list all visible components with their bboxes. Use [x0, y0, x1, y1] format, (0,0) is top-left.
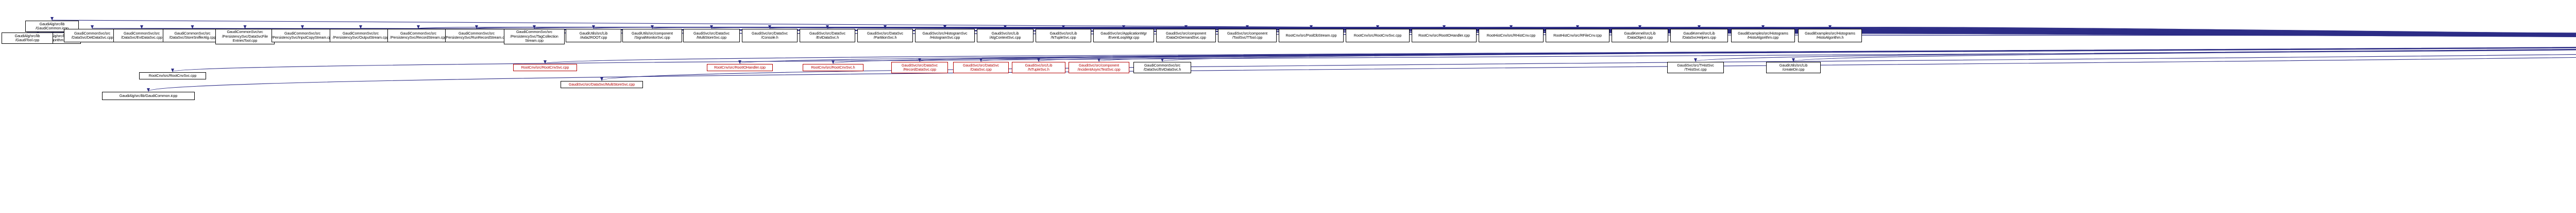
graph-node[interactable]: GaudiSvc/src/DataSvc/MultiStoreSvc.cpp [561, 81, 643, 88]
graph-node[interactable]: GaudiSvc/src/ApplicationMgr /EventLoopMg… [1093, 29, 1154, 42]
graph-node[interactable]: RootCnv/src/RootCnvSvc.cpp [139, 72, 206, 79]
graph-node[interactable]: GaudiCommonSvc/src /DataSvc/StoreSniffer… [163, 29, 222, 42]
graph-node[interactable]: GaudiCommonSvc/src /PersistencySvc/Outpu… [330, 29, 392, 42]
graph-node[interactable]: GaudiSvc/src/component /IncidentAsyncTes… [1069, 62, 1129, 73]
graph-node[interactable]: GaudiSvc/src/DataSvc /PartitionSvc.h [857, 29, 913, 42]
graph-node[interactable]: GaudiUtils/src/Lib /Aida2ROOT.cpp [566, 29, 621, 42]
graph-edge [600, 54, 2576, 81]
graph-node[interactable]: GaudiSvc/src/THistSvc /THistSvc.cpp [1667, 62, 1724, 73]
graph-node[interactable]: GaudiSvc/src/DataSvc /MultiStoreSvc.cpp [683, 29, 740, 42]
graph-edge [147, 57, 2576, 92]
graph-node[interactable]: GaudiSvc/src/DataSvc /RecordDataSvc.cpp [891, 62, 948, 73]
graph-node[interactable]: GaudiUtils/src/component /SignalMonitorS… [622, 29, 682, 42]
graph-edge [1762, 25, 2576, 34]
graph-node[interactable]: GaudiKernel/src/Lib /DataObject.cpp [1612, 29, 1668, 42]
graph-node[interactable]: GaudiSvc/src/Lib /NTupleSvc.cpp [1036, 29, 1091, 42]
graph-node[interactable]: GaudiExamples/src/Histograms /HistoAlgor… [1798, 29, 1862, 42]
graph-node[interactable]: GaudiSvc/src/component /DataOnDemandSvc.… [1156, 29, 1216, 42]
graph-node[interactable]: GaudiCommonSvc/src /DataSvc/EvtDataSvc.c… [113, 29, 170, 42]
graph-node[interactable]: RootCnv/src/PoolDbStream.cpp [1279, 29, 1344, 42]
graph-node[interactable]: GaudiCommonSvc/src /PersistencySvc/Input… [272, 29, 333, 42]
graph-node[interactable]: RootCnv/src/RootCnvSvc.cpp [513, 64, 577, 71]
graph-node[interactable]: RootHistCnv/src/RFileCnv.cpp [1546, 29, 1609, 42]
graph-node[interactable]: GaudiSvc/src/Lib /AlgContextSvc.cpp [977, 29, 1033, 42]
graph-node[interactable]: GaudiExamples/src/Histograms /HistoAlgor… [1731, 29, 1795, 42]
graph-node[interactable]: RootCnv/src/RootIOHandler.cpp [1412, 29, 1477, 42]
graph-node[interactable]: GaudiCommonSvc/src /PersistencySvc/RunRe… [445, 29, 508, 42]
graph-node[interactable]: GaudiSvc/src/DataSvc /EvtDataSvc.h [800, 29, 855, 42]
graph-node[interactable]: GaudiAlg/src/lib /GaudiTool.cpp [2, 32, 53, 44]
graph-node[interactable]: GaudiSvc/src/component /ToolSvc/TTool.cp… [1218, 29, 1277, 42]
graph-node[interactable]: GaudiCommonSvc/src /PersistencySvc/TagCo… [504, 29, 565, 44]
graph-node[interactable]: GaudiAlg/src/lib/GaudiCommon.icpp [102, 92, 195, 100]
graph-node[interactable]: RootCnv/src/RootCnvSvc.h [803, 64, 863, 71]
graph-node[interactable]: GaudiCommonSvc/src /PersistencySvc/DataS… [215, 29, 275, 44]
graph-node[interactable]: GaudiCommonSvc/src /DataSvc/DetDataSvc.c… [64, 29, 121, 42]
graph-node[interactable]: GaudiKernel/src/Lib /DataSvcHelpers.cpp [1670, 29, 1728, 42]
graph-node[interactable]: GaudiCommonSvc/src /DataSvc/EvtDataSvc.h [1133, 62, 1191, 73]
graph-node[interactable]: RootHistCnv/src/RHistCnv.cpp [1479, 29, 1544, 42]
graph-node[interactable]: RootCnv/src/RootCnvSvc.cpp [1346, 29, 1410, 42]
graph-edge [1792, 49, 2576, 62]
graph-node[interactable]: GaudiCommonSvc/src /PersistencySvc/Recor… [387, 29, 449, 42]
graph-node[interactable]: RootCnv/src/RootIOHandler.cpp [707, 64, 773, 71]
graph-node[interactable]: GaudiSvc/src/DataSvc /Console.h [742, 29, 798, 42]
graph-node[interactable]: GaudiUtils/src/Lib /createDir.cpp [1766, 62, 1821, 73]
graph-node[interactable]: GaudiSvc/src/DataSvc /DataSvc.cpp [953, 62, 1009, 73]
edge-group [26, 17, 2576, 92]
graph-edge [1829, 25, 2576, 34]
graph-node[interactable]: GaudiSvc/src/Lib /NTupleSvc.h [1012, 62, 1065, 73]
graph-node[interactable]: GaudiSvc/src/HistogramSvc /HistogramSvc.… [915, 29, 975, 42]
